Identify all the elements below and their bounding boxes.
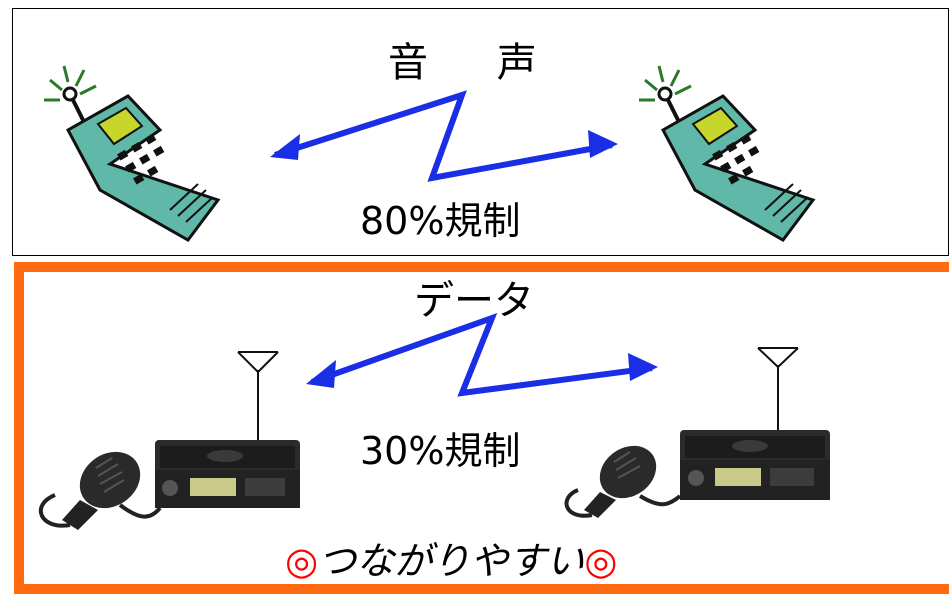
voice-title: 音 声 <box>388 40 565 86</box>
tagline: ◎つながりやすい◎ <box>285 530 617 585</box>
data-limit-label: 30%規制 <box>360 429 521 473</box>
voice-limit-label: 80%規制 <box>360 199 521 243</box>
antenna-icon <box>757 347 799 430</box>
cell-phone-icon <box>44 65 221 242</box>
data-title: データ <box>414 278 534 324</box>
double-circle-mark: ◎ <box>285 539 319 583</box>
antenna-icon <box>237 351 279 440</box>
mobile-radio-icon <box>564 347 830 518</box>
data-panel <box>14 262 949 594</box>
hand-microphone-icon <box>564 445 682 518</box>
cell-phone-icon <box>639 65 816 242</box>
mobile-radio-icon <box>38 351 300 530</box>
double-circle-mark: ◎ <box>584 539 618 583</box>
tagline-text: つながりやすい <box>318 539 585 583</box>
data-link-arrow <box>306 312 658 397</box>
hand-microphone-icon <box>38 451 162 530</box>
voice-link-arrow <box>270 90 618 182</box>
